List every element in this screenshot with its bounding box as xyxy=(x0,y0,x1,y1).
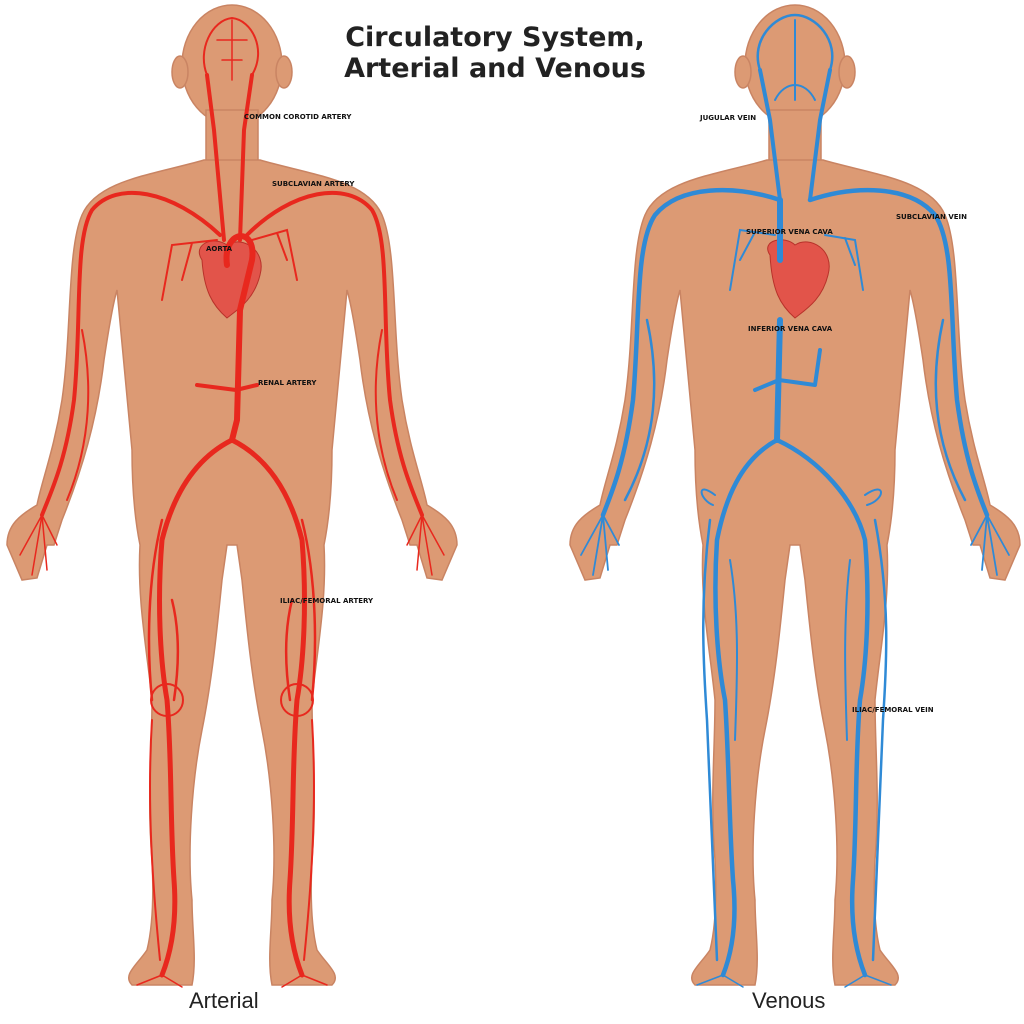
title-line-1: Circulatory System, xyxy=(345,22,645,53)
diagram-title: Circulatory System, Arterial and Venous xyxy=(330,22,660,84)
label-iliac-femoral-vein: ILIAC/FEMORAL VEIN xyxy=(852,706,934,714)
label-iliac-femoral-artery: ILIAC/FEMORAL ARTERY xyxy=(280,597,374,605)
body-figure-arterial xyxy=(6,4,458,986)
label-common-carotid: COMMON COROTID ARTERY xyxy=(244,113,352,121)
caption-arterial: Arterial xyxy=(189,988,259,1013)
title-line-2: Arterial and Venous xyxy=(344,53,646,84)
label-inferior-vena-cava: INFERIOR VENA CAVA xyxy=(748,325,833,333)
caption-venous: Venous xyxy=(752,988,826,1013)
label-subclavian-vein: SUBCLAVIAN VEIN xyxy=(896,213,967,221)
label-renal-artery: RENAL ARTERY xyxy=(258,379,317,387)
label-jugular-vein: JUGULAR VEIN xyxy=(700,114,757,122)
label-aorta: AORTA xyxy=(206,245,233,253)
label-subclavian-artery: SUBCLAVIAN ARTERY xyxy=(272,180,355,188)
label-superior-vena-cava: SUPERIOR VENA CAVA xyxy=(746,228,833,236)
heart-icon-venous xyxy=(767,239,830,319)
body-figure-venous xyxy=(569,4,1021,986)
